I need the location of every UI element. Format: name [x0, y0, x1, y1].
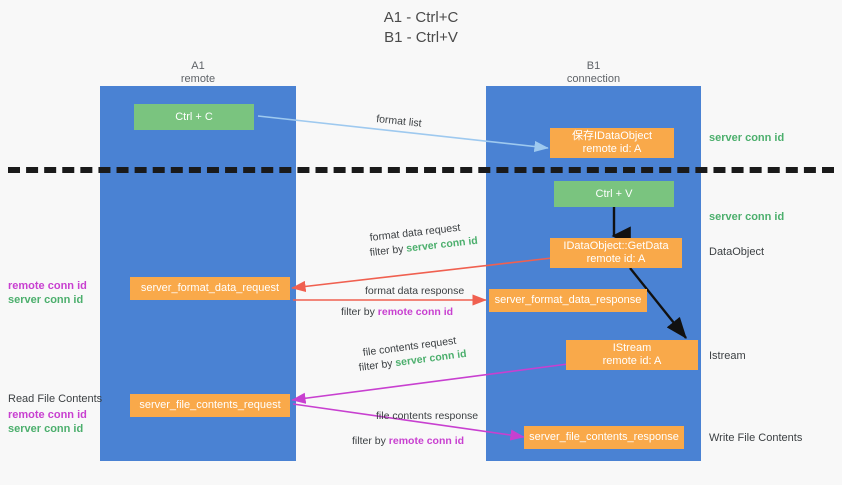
box-getdata-line1: IDataObject::GetData	[563, 240, 669, 252]
box-istream[interactable]: IStream remote id: A	[566, 340, 698, 370]
caption-file-contents-response: file contents response	[376, 410, 479, 422]
label-read-file-contents: Read File Contents	[8, 393, 103, 405]
box-getdata-line2: remote id: A	[586, 253, 646, 265]
arrow-file-contents-response	[292, 403, 525, 441]
box-istream-line2: remote id: A	[602, 355, 662, 367]
caption-fdresp-prefix: filter by	[341, 306, 378, 318]
box-ctrl-v-label: Ctrl + V	[595, 187, 633, 200]
conn-upper-remote: remote conn id	[8, 280, 87, 292]
caption-fdresp-value: remote conn id	[377, 306, 454, 318]
box-server-format-data-response[interactable]: server_format_data_response	[489, 289, 647, 312]
arrow-format-list	[257, 115, 549, 153]
title-line-1: A1 - Ctrl+C	[383, 9, 459, 26]
conn-group-lower: remote conn id server conn id	[8, 408, 87, 436]
lane-a1-sub: remote	[180, 73, 216, 85]
box-server-format-data-response-label: server_format_data_response	[494, 294, 642, 306]
box-server-file-contents-request[interactable]: server_file_contents_request	[130, 394, 290, 417]
caption-fcresp-value: remote conn id	[388, 435, 465, 447]
box-server-file-contents-response[interactable]: server_file_contents_response	[524, 426, 684, 449]
label-server-conn-id-top: server conn id	[709, 132, 785, 144]
caption-file-contents-response-filter: filter by remote conn id	[352, 434, 464, 448]
label-istream: Istream	[709, 350, 746, 362]
arrow-file-contents-request	[291, 363, 569, 404]
conn-group-upper: remote conn id server conn id	[8, 279, 87, 307]
box-save-idataobject-line2: remote id: A	[582, 143, 642, 155]
box-ctrl-c-label: Ctrl + C	[175, 110, 213, 123]
box-server-format-data-request[interactable]: server_format_data_request	[130, 277, 290, 300]
title-line-2: B1 - Ctrl+V	[384, 29, 458, 46]
arrow-format-data-request	[291, 257, 553, 293]
conn-lower-server: server conn id	[8, 423, 84, 435]
conn-lower-remote: remote conn id	[8, 409, 87, 421]
arrow-getdata-to-istream	[629, 267, 687, 339]
lane-header-b1: B1 connection	[486, 60, 701, 86]
box-ctrl-v[interactable]: Ctrl + V	[554, 181, 674, 207]
caption-format-data-response-filter: filter by remote conn id	[341, 305, 453, 319]
lane-header-a1: A1 remote	[100, 60, 296, 86]
label-write-file-contents: Write File Contents	[709, 432, 803, 444]
caption-fcresp-prefix: filter by	[352, 435, 389, 447]
lane-a1-name: A1	[191, 60, 205, 72]
box-server-file-contents-response-label: server_file_contents_response	[529, 431, 679, 443]
phase-divider	[8, 167, 834, 173]
caption-format-data-response: format data response	[365, 285, 465, 297]
box-server-file-contents-request-label: server_file_contents_request	[139, 399, 281, 411]
box-server-format-data-request-label: server_format_data_request	[140, 282, 280, 294]
box-ctrl-c[interactable]: Ctrl + C	[134, 104, 254, 130]
lane-b1-sub: connection	[566, 73, 621, 85]
label-dataobject: DataObject	[709, 246, 765, 258]
lane-b1-name: B1	[586, 60, 601, 72]
label-server-conn-id-mid: server conn id	[709, 211, 785, 223]
box-istream-line1: IStream	[612, 342, 652, 354]
box-getdata[interactable]: IDataObject::GetData remote id: A	[550, 238, 682, 268]
box-save-idataobject-line1: 保存IDataObject	[571, 130, 653, 142]
conn-upper-server: server conn id	[8, 294, 84, 306]
box-save-idataobject[interactable]: 保存IDataObject remote id: A	[550, 128, 674, 158]
page-title: A1 - Ctrl+C B1 - Ctrl+V	[0, 8, 842, 48]
